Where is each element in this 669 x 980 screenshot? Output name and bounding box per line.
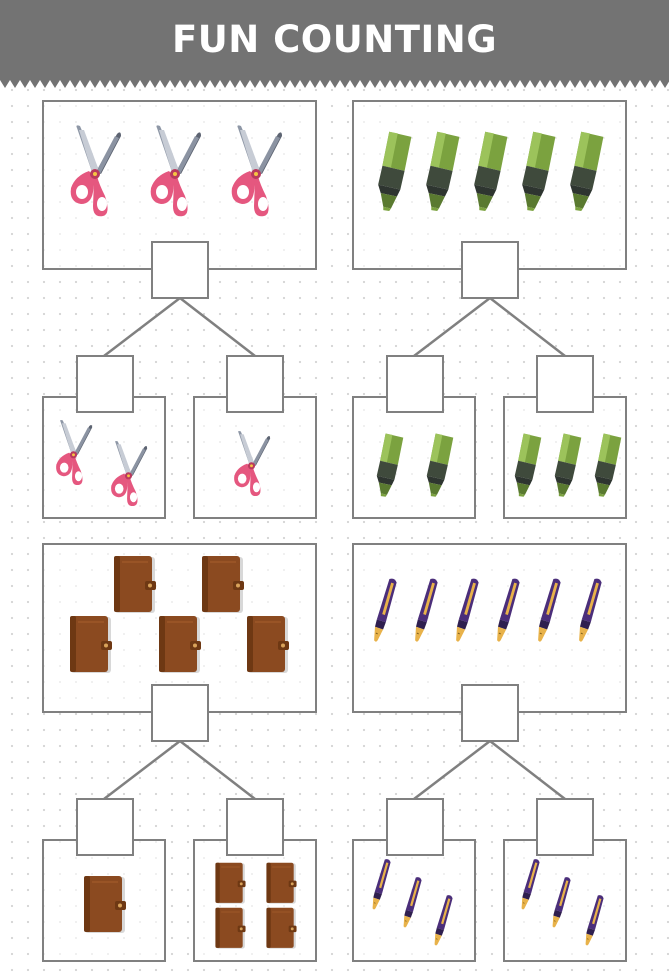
right-answer-box[interactable] [536,798,594,856]
fountain-pen-icon [397,876,426,930]
notebook-icon [265,862,298,905]
notebook-icon [157,615,203,675]
total-answer-box[interactable] [151,684,209,742]
left-answer-box[interactable] [76,355,134,413]
total-answer-box[interactable] [461,241,519,299]
fountain-pen-icon [366,577,402,645]
highlighter-icon [510,432,544,497]
total-answer-box[interactable] [461,684,519,742]
left-answer-box[interactable] [386,355,444,413]
highlighter-icon [420,130,463,211]
notebook-icon [82,875,128,935]
fountain-pen-icon [579,894,608,948]
page-title: FUN COUNTING [171,17,498,61]
notebook-icon [214,862,247,905]
notebook-icon [200,555,246,615]
scissors-icon [52,419,95,487]
fountain-pen-icon [366,858,395,912]
right-answer-box[interactable] [226,798,284,856]
header-zigzag-edge [0,80,669,88]
right-item-box [193,839,317,962]
highlighter-icon [564,130,607,211]
highlighter-icon [372,130,415,211]
highlighter-icon [422,432,456,497]
scissors-icon [145,124,205,219]
highlighter-icon [590,432,624,497]
fountain-pen-icon [530,577,566,645]
fountain-pen-icon [448,577,484,645]
notebook-icon [265,907,298,950]
notebook-icon [214,907,247,950]
fountain-pen-icon [571,577,607,645]
right-answer-box[interactable] [536,355,594,413]
notebook-icon [245,615,291,675]
total-answer-box[interactable] [151,241,209,299]
fountain-pen-icon [407,577,443,645]
highlighter-icon [516,130,559,211]
fountain-pen-icon [428,894,457,948]
highlighter-icon [468,130,511,211]
scissors-icon [230,430,273,498]
notebook-icon [68,615,114,675]
scissors-icon [65,124,125,219]
highlighter-icon [372,432,406,497]
left-answer-box[interactable] [386,798,444,856]
fountain-pen-icon [546,876,575,930]
fountain-pen-icon [489,577,525,645]
highlighter-icon [550,432,584,497]
notebook-icon [112,555,158,615]
right-answer-box[interactable] [226,355,284,413]
fountain-pen-icon [515,858,544,912]
header-banner: FUN COUNTING [0,0,669,80]
right-item-box [193,396,317,519]
left-item-box [352,396,476,519]
scissors-icon [107,440,150,508]
left-answer-box[interactable] [76,798,134,856]
scissors-icon [226,124,286,219]
